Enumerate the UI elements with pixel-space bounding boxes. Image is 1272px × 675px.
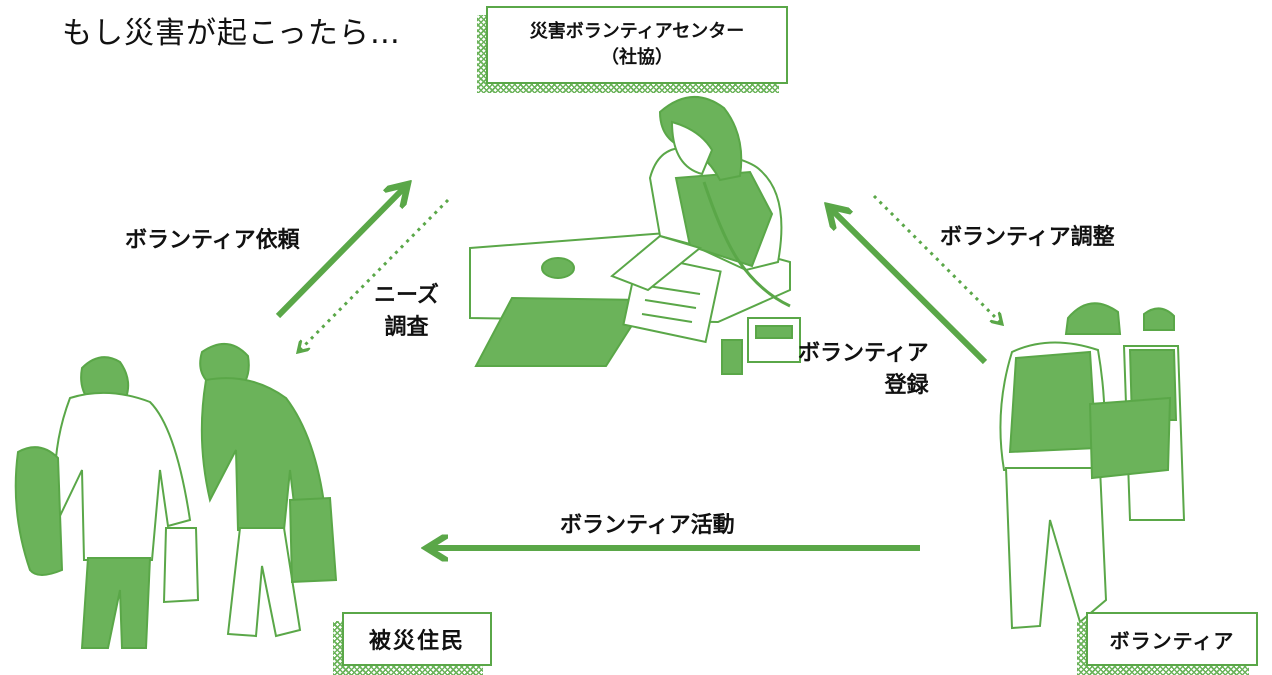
resident1-pants — [80, 557, 152, 649]
resident1-shopping-bag — [162, 527, 200, 604]
volunteers-box-label: ボランティア — [1109, 628, 1235, 653]
phone-cord — [702, 181, 791, 308]
volunteers-box: ボランティア — [1077, 612, 1258, 675]
residents-illustration — [14, 343, 338, 649]
needs-survey-label: ニーズ 調査 — [374, 280, 439, 344]
resident2-legs — [226, 527, 302, 638]
needs-survey-line2: 調査 — [384, 315, 429, 340]
request-arrow — [275, 188, 404, 319]
register-arrow — [832, 210, 988, 365]
adjust-arrow — [872, 194, 1000, 322]
center-box-title: 災害ボランティアセンター — [529, 21, 745, 42]
volunteer1-legs — [1004, 467, 1108, 630]
diagram-title: もし災害が起こったら… — [62, 16, 401, 51]
resident2-bag — [288, 496, 338, 584]
residents-box: 被災住民 — [333, 612, 492, 675]
resident1-hair — [80, 356, 130, 406]
resident2-coat — [200, 377, 328, 531]
needs-arrow — [300, 198, 450, 350]
volunteer1-vest — [1008, 350, 1098, 454]
request-label: ボランティア依頼 — [125, 228, 300, 253]
carried-item — [1088, 396, 1172, 480]
volunteer2-helmet — [1143, 307, 1175, 331]
resident1-bag — [14, 446, 64, 576]
registration-line1: ボランティア — [798, 341, 929, 366]
needs-survey-line1: ニーズ — [374, 283, 439, 308]
activity-label: ボランティア活動 — [560, 513, 735, 538]
volunteers-illustration — [999, 302, 1186, 630]
registration-line2: 登録 — [884, 373, 929, 398]
registration-label: ボランティア 登録 — [798, 338, 929, 402]
adjustment-label: ボランティア調整 — [940, 225, 1115, 250]
pen-holder — [721, 339, 743, 375]
mouse — [541, 257, 575, 279]
residents-box-label: 被災住民 — [368, 629, 465, 654]
volunteer1-helmet — [1064, 302, 1122, 335]
disaster-volunteer-center-box: 災害ボランティアセンター （社協） — [477, 6, 788, 93]
staff-arm — [610, 234, 703, 292]
staff-illustration — [469, 95, 801, 375]
card-file — [747, 317, 801, 363]
center-box-subtitle: （社協） — [601, 47, 673, 68]
staff-face — [670, 120, 714, 176]
